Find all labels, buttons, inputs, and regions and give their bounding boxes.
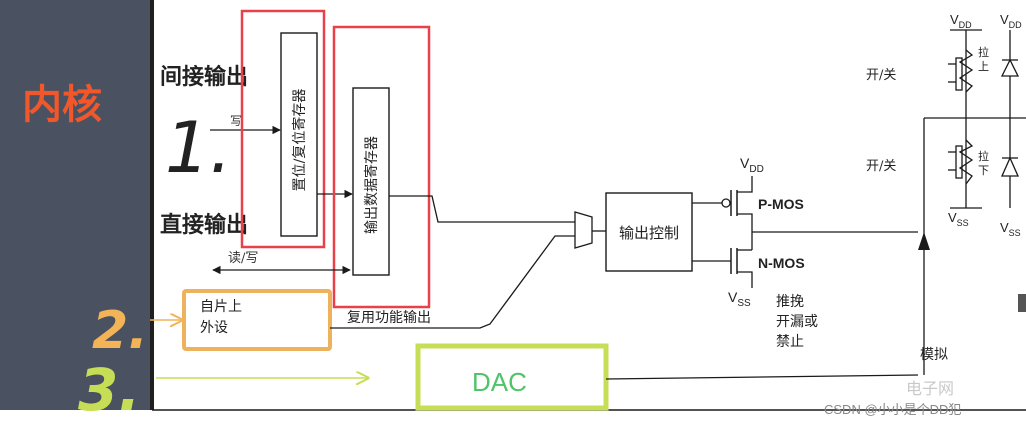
analog-label: 模拟 <box>920 347 948 363</box>
vss-label-nmos: VSS <box>728 289 751 309</box>
pulldown-label: 拉下 <box>978 149 989 177</box>
pulldown-resistor <box>958 139 974 185</box>
output-control-box <box>605 192 693 272</box>
read-write-label: 读/写 <box>228 251 258 266</box>
dac-box <box>415 343 609 411</box>
pmos-label: P-MOS <box>758 196 804 212</box>
annotation-2: 2. <box>92 301 148 361</box>
pin-bus-arrow <box>918 232 930 250</box>
core-panel-edge <box>150 0 154 410</box>
alt-func-wire <box>330 235 575 329</box>
core-label: 内核 <box>22 81 102 128</box>
vdd-label-top: VDD <box>950 12 972 30</box>
onoff-top-label: 开/关 <box>866 68 896 83</box>
bsrr-label: 置位/复位寄存器 <box>291 89 308 192</box>
output-control-label: 输出控制 <box>619 224 679 242</box>
odr-to-mux-wire <box>389 195 575 223</box>
pulldown-switch <box>955 145 963 179</box>
nmos-source <box>737 271 753 288</box>
odr-highlight <box>332 25 431 309</box>
indirect-output-label: 间接输出 <box>160 64 248 90</box>
pullup-switch <box>955 57 963 91</box>
vss-label-right: VSS <box>1000 220 1021 238</box>
diode-bottom <box>1000 156 1020 177</box>
output-mux <box>574 211 593 249</box>
annotation-3: 3. <box>78 356 140 424</box>
bsrr-highlight <box>240 9 326 249</box>
core-panel <box>0 0 152 410</box>
alt-func-label: 复用功能输出 <box>347 309 431 326</box>
bsrr-box <box>280 32 318 237</box>
mode-line3: 禁止 <box>776 334 804 350</box>
mode-line2: 开漏或 <box>776 314 818 330</box>
pmos-gate-bubble <box>721 198 731 208</box>
csdn-watermark: CSDN @小小是个DD犯 <box>824 402 961 417</box>
write-label: 写 <box>230 114 242 128</box>
odr-label: 输出数据寄存器 <box>363 136 380 234</box>
peripheral-label-line2: 外设 <box>200 320 228 336</box>
vss-label-bottom: VSS <box>948 210 969 228</box>
pullup-label: 拉上 <box>978 45 989 73</box>
pullup-resistor <box>958 49 974 93</box>
odr-box <box>352 87 390 276</box>
pmos-source <box>737 213 753 250</box>
onoff-bottom-label: 开/关 <box>866 159 896 174</box>
watermark-electronic: 电子网 <box>906 379 954 398</box>
peripheral-label-line1: 自片上 <box>200 299 242 315</box>
diode-top <box>1000 58 1020 77</box>
direct-output-label: 直接输出 <box>160 212 248 238</box>
nmos-label: N-MOS <box>758 255 805 271</box>
pmos-drain <box>737 176 753 193</box>
dac-label: DAC <box>472 367 527 397</box>
dac-to-pin-wire <box>605 374 919 380</box>
peripheral-box <box>182 289 332 351</box>
mode-line1: 推挽 <box>776 294 804 310</box>
vdd-label-right: VDD <box>1000 12 1022 30</box>
annotation-1: 1. <box>165 107 232 189</box>
vdd-label-pmos: VDD <box>740 155 764 175</box>
right-edge-marker <box>1018 294 1026 312</box>
